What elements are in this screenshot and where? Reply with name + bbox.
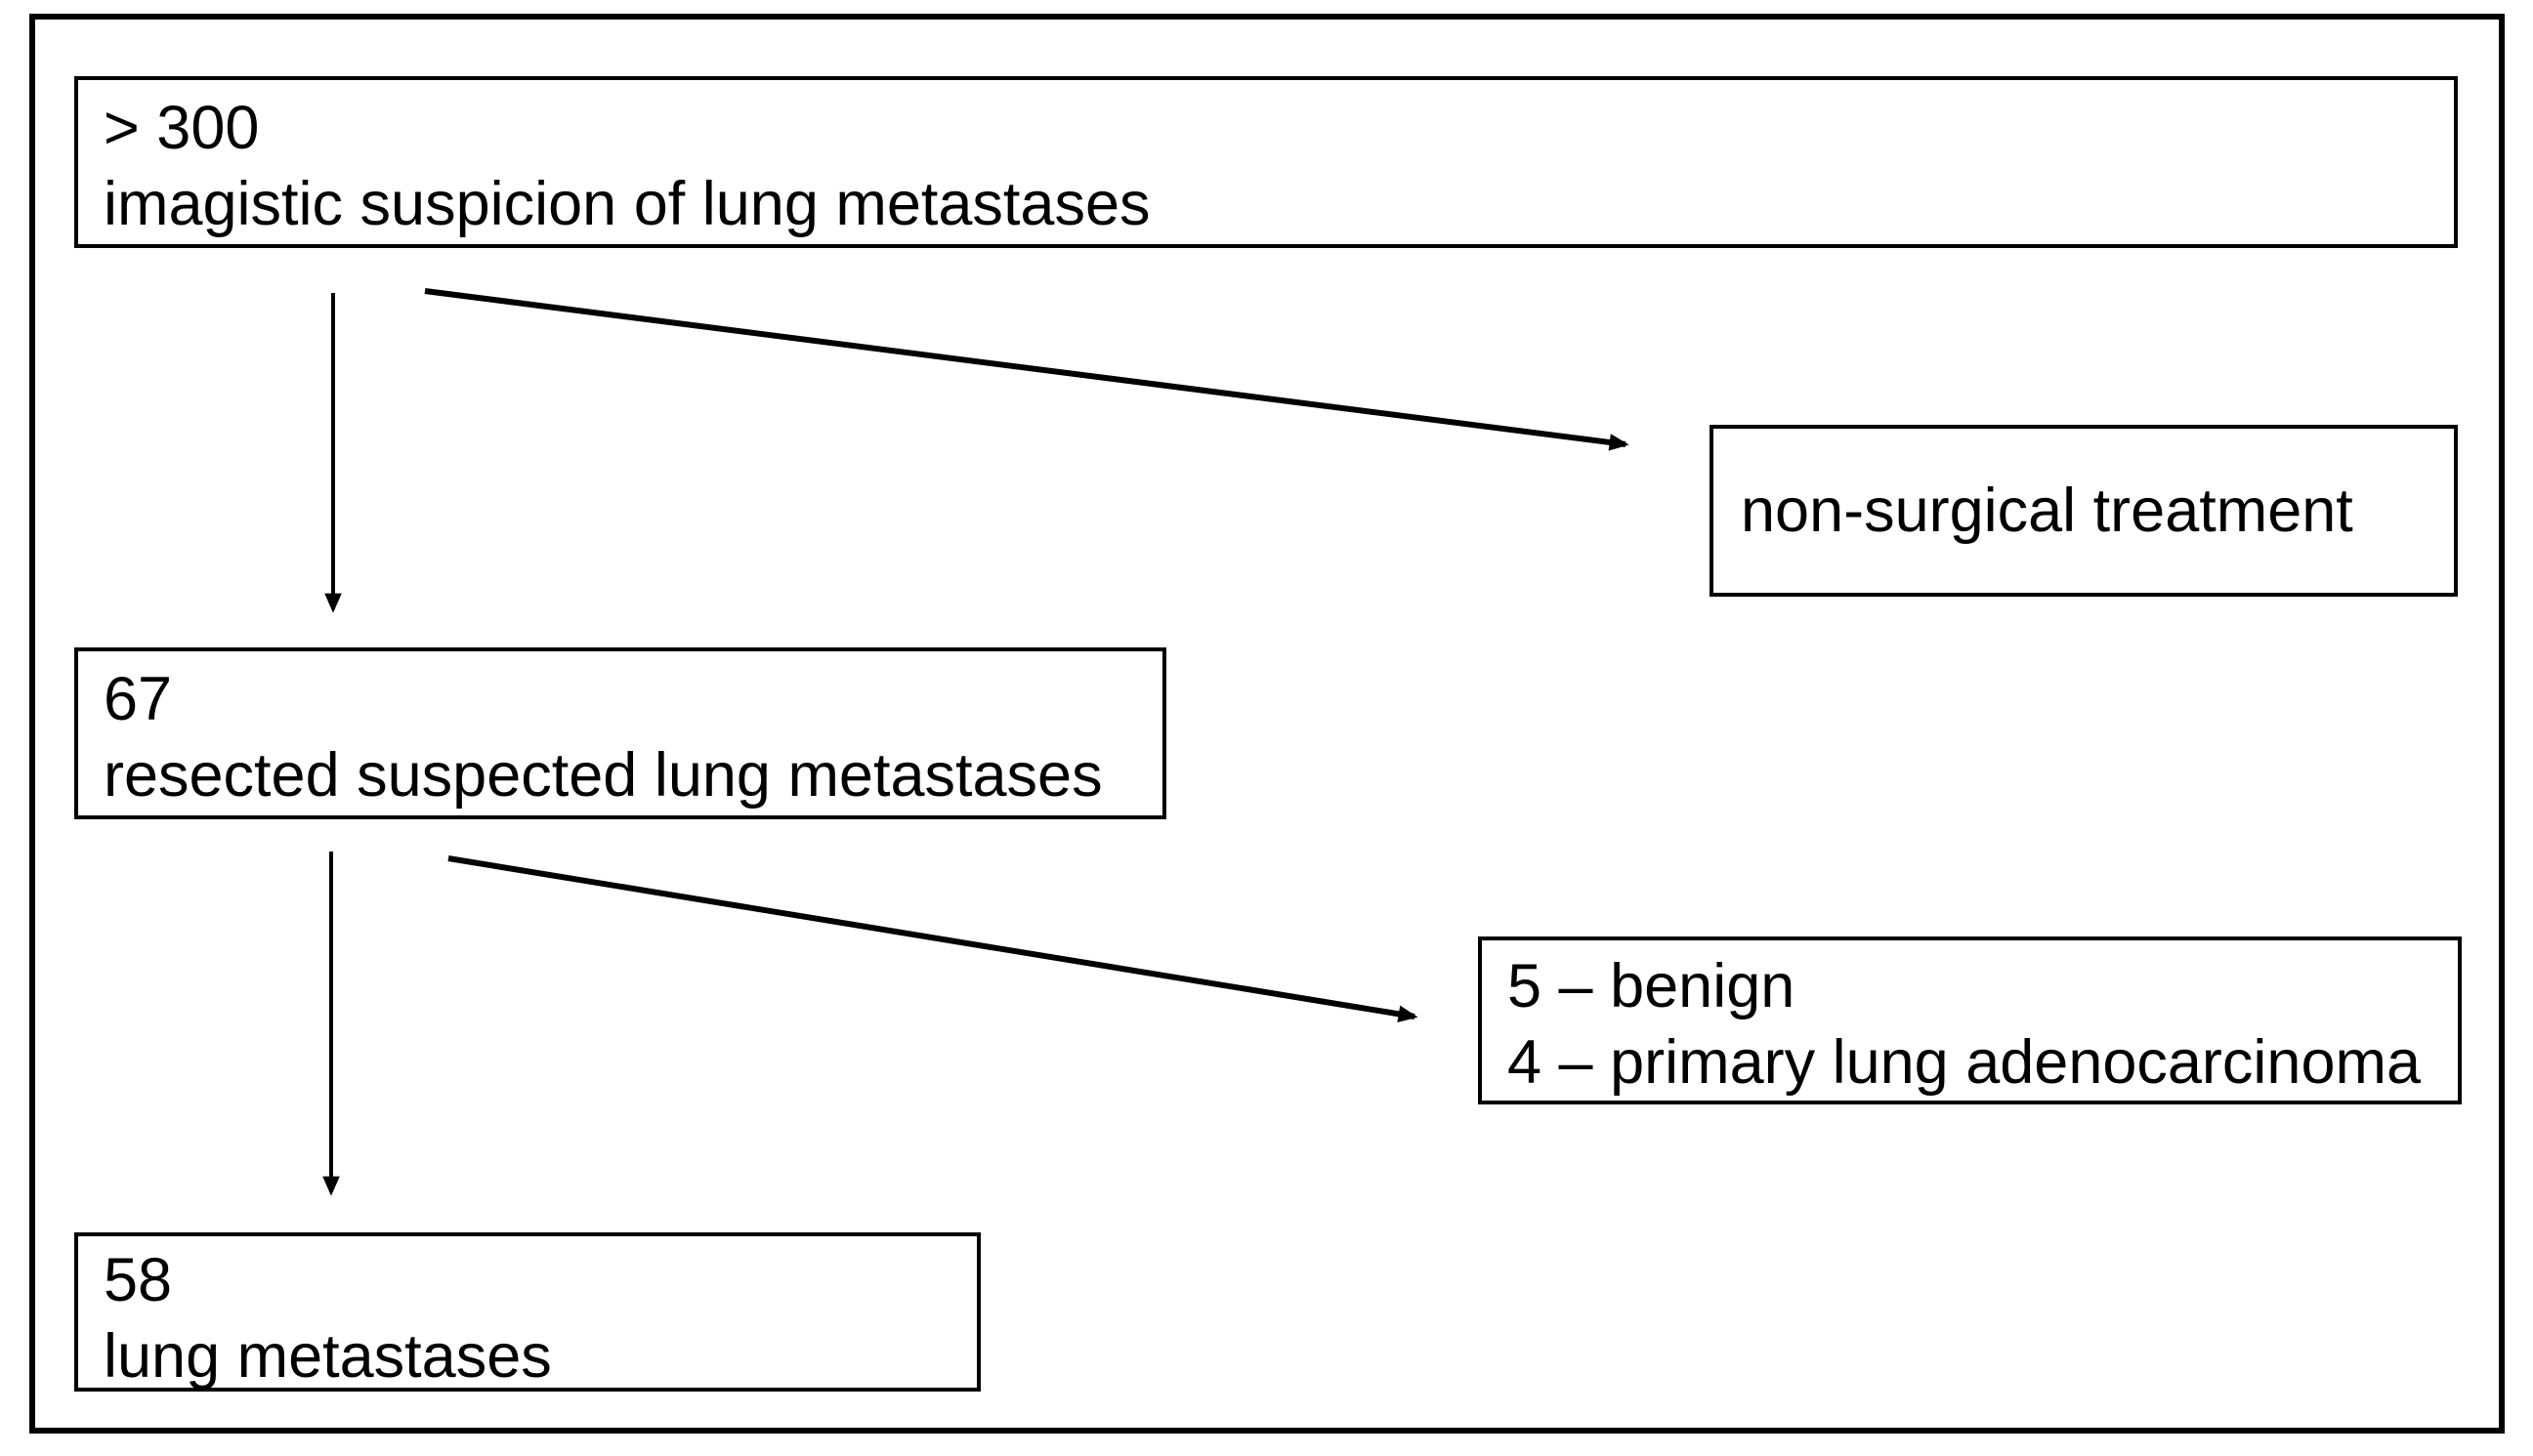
- suspicion-label: imagistic suspicion of lung metastases: [104, 170, 1151, 239]
- non-surgical-label: non-surgical treatment: [1741, 476, 2353, 545]
- suspicion-count: > 300: [104, 94, 260, 162]
- metastases-label: lung metastases: [104, 1322, 552, 1392]
- excluded-adenocarcinoma-line: 4 – primary lung adenocarcinoma: [1507, 1028, 2422, 1098]
- box-lung-metastases: 58 lung metastases: [74, 1232, 981, 1392]
- resected-count: 67: [104, 665, 173, 733]
- box-imagistic-suspicion: > 300 imagistic suspicion of lung metast…: [74, 76, 2458, 248]
- diagonal-arrow-resected-to-excluded: [447, 855, 1418, 1023]
- excluded-benign-line: 5 – benign: [1507, 952, 1795, 1020]
- box-excluded-pathology: 5 – benign 4 – primary lung adenocarcino…: [1478, 936, 2462, 1104]
- diagonal-arrow-suspicion-to-nonsurgical: [424, 288, 1629, 451]
- box-non-surgical-treatment: non-surgical treatment: [1710, 425, 2458, 597]
- metastases-count: 58: [104, 1246, 173, 1314]
- box-resected-suspected: 67 resected suspected lung metastases: [74, 647, 1166, 819]
- resected-label: resected suspected lung metastases: [104, 741, 1103, 811]
